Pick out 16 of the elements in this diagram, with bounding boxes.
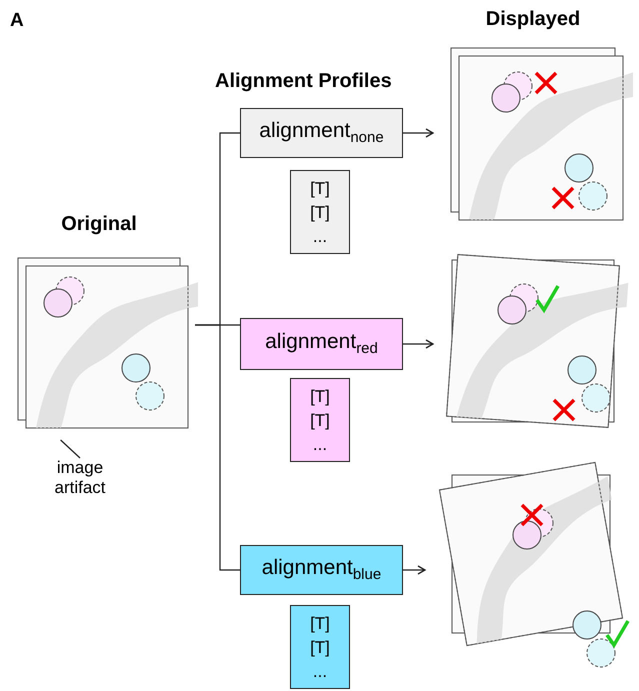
matrix-box: [T] [T] ... xyxy=(290,605,350,689)
connector-line xyxy=(195,324,240,571)
connector-line xyxy=(403,565,426,575)
matrix-box: [T] [T] ... xyxy=(290,170,350,254)
panel-heading: Displayed xyxy=(484,7,582,32)
column-heading: Alignment Profiles xyxy=(215,70,392,93)
profile-box: alignment$_{blue}$ xyxy=(240,545,403,595)
profile-box: alignment$_{none}$ xyxy=(240,108,403,158)
panel-letter: A xyxy=(10,10,24,32)
connector-line xyxy=(403,128,434,138)
matrix-box: [T] [T] ... xyxy=(290,378,350,462)
profile-box: alignment$_{red}$ xyxy=(240,318,403,370)
connector-line xyxy=(403,339,434,349)
annotation-text: image artifact xyxy=(54,458,106,497)
connector-line xyxy=(60,440,80,458)
panel-heading: Original xyxy=(60,212,138,237)
